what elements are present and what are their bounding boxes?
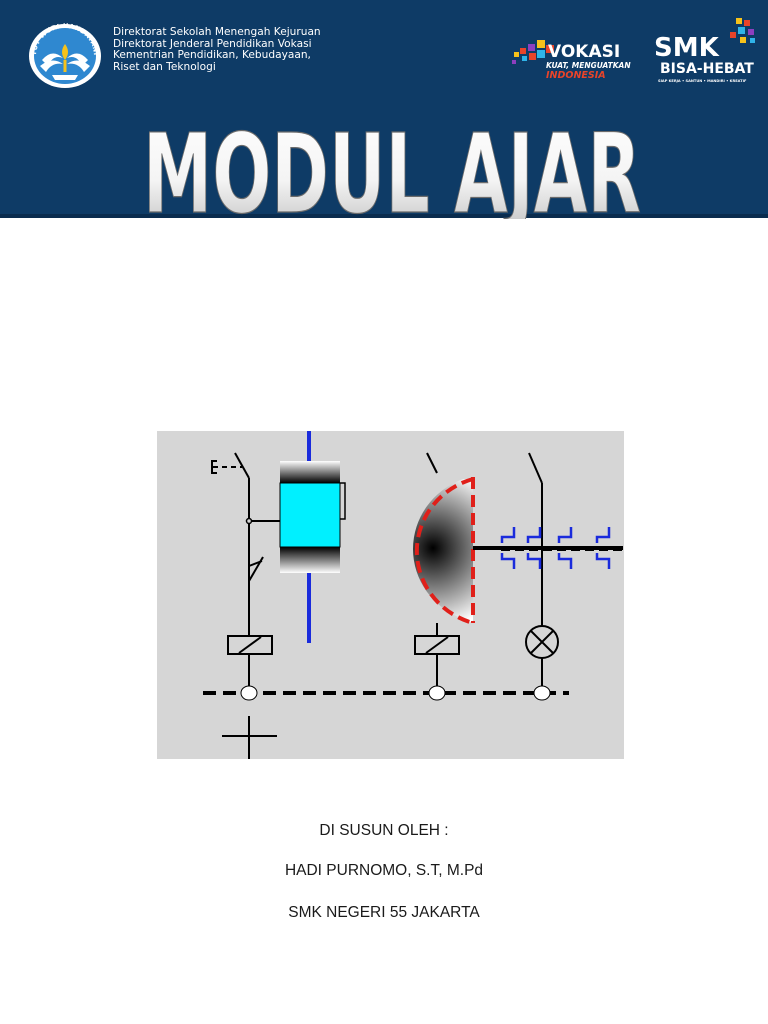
relay-coil-center (414, 635, 460, 655)
junction-cross-symbol (222, 716, 277, 759)
credits-label: DI SUSUN OLEH : (319, 822, 449, 839)
contact-row (500, 527, 611, 569)
smk-subtagline: SIAP KERJA • SANTUN • MANDIRI • KREATIF (658, 79, 747, 83)
smk-word: SMK (654, 33, 720, 63)
smk-bisa-hebat-logo: SMK BISA-HEBAT SIAP KERJA • SANTUN • MAN… (654, 18, 755, 83)
relay-coil-left (227, 635, 273, 655)
vokasi-logo: VOKASI KUAT, MENGUATKAN INDONESIA (512, 40, 631, 81)
electrical-diagram-illustration (157, 431, 624, 759)
capacitor-block (279, 461, 346, 573)
tut-wuri-handayani-logo: TUT WURI HANDAYANI (29, 22, 101, 88)
directorate-text: Direktorat Sekolah Menengah Kejuruan Dir… (113, 26, 353, 73)
vokasi-line-1: KUAT, MENGUATKAN (546, 61, 631, 70)
vokasi-line-2: INDONESIA (546, 70, 606, 81)
indicator-lamp-symbol (525, 625, 559, 659)
smk-tagline: BISA-HEBAT (660, 61, 754, 77)
directorate-line-1: Direktorat Sekolah Menengah Kejuruan (113, 26, 321, 38)
author-name: HADI PURNOMO, S.T, M.Pd (284, 862, 484, 879)
page-title: MODUL AJAR (143, 124, 641, 219)
pushbutton-symbol (211, 452, 282, 693)
directorate-line-4: Riset dan Teknologi (113, 60, 216, 73)
header-banner (0, 0, 768, 218)
directorate-line-3: Kementrian Pendidikan, Kebudayaan, (113, 49, 311, 62)
school-name: SMK NEGERI 55 JAKARTA (288, 904, 480, 921)
header-divider (0, 214, 768, 218)
vokasi-word: VOKASI (548, 42, 620, 62)
title-container: MODUL AJAR (0, 124, 768, 219)
directorate-line-2: Direktorat Jenderal Pendidikan Vokasi (113, 37, 312, 50)
bus-terminals (240, 685, 551, 701)
